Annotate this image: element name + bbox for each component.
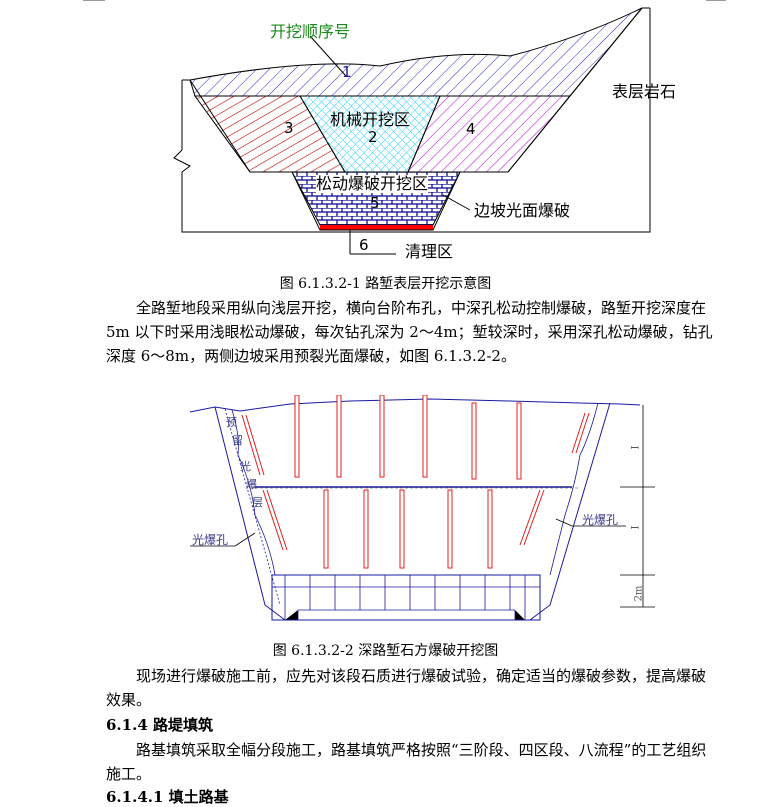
figure-deep-cut-blasting: [189, 395, 655, 621]
figure-2-caption: 图 6.1.3.2-2 深路堑石方爆破开挖图: [272, 643, 499, 659]
top-rule-right: [706, 0, 726, 1]
figure-cut-sequence: [173, 7, 651, 255]
zone-number-2: 2: [368, 128, 378, 146]
dimension-bottom: 2m: [633, 585, 645, 602]
figure-1-caption: 图 6.1.3.2-1 路堑表层开挖示意图: [279, 276, 492, 292]
zone-6: [320, 225, 433, 230]
zone-number-1: 1: [342, 63, 352, 81]
paragraph-blasting-method: 全路堑地段采用纵向浅层开挖，横向台阶布孔，中深孔松动控制爆破，路堑开挖深度在 5…: [106, 299, 713, 365]
label-reserved-char-2: 留: [232, 434, 243, 447]
paragraph-blast-test: 现场进行爆破施工前，应先对该段石质进行爆破试验，确定适当的爆破参数，提高爆破效果…: [106, 667, 707, 709]
label-cut-sequence: 开挖顺序号: [270, 22, 351, 41]
label-reserved-char-3: 光: [240, 460, 251, 473]
zone-number-3: 3: [284, 119, 294, 137]
label-reserved-layer: 预 留 光 爆 层: [226, 415, 263, 511]
zone-1: [189, 7, 643, 97]
zone-number-4: 4: [466, 120, 476, 138]
label-reserved-char-4: 爆: [246, 478, 257, 491]
dimension-middle: I: [630, 525, 642, 530]
leader-seq: [309, 35, 347, 77]
dimension-upper: I: [630, 445, 642, 450]
section-heading-embankment: 6.1.4 路堤填筑: [106, 716, 213, 734]
top-rule-left: [83, 0, 105, 1]
label-reserved-char-1: 预: [226, 416, 237, 429]
label-slope-blasting: 边坡光面爆破: [474, 201, 571, 220]
section-heading-soil-subgrade: 6.1.4.1 填土路基: [106, 788, 229, 806]
zone-number-6: 6: [359, 236, 369, 254]
zone-number-5: 5: [370, 194, 380, 212]
label-loose-blast-zone: 松动爆破开挖区: [316, 174, 429, 193]
label-mechanical-zone: 机械开挖区: [330, 110, 411, 129]
label-reserved-char-5: 层: [252, 496, 263, 509]
paragraph-embankment-method: 路基填筑采取全幅分段施工，路基填筑严格按照“三阶段、四区段、八流程”的工艺组织施…: [106, 741, 707, 783]
label-smooth-hole-left: 光爆孔: [192, 533, 229, 547]
label-clean-zone: 清理区: [405, 242, 454, 261]
label-surface-rock: 表层岩石: [612, 82, 677, 101]
label-smooth-hole-right: 光爆孔: [582, 513, 619, 527]
leader-slope: [442, 194, 471, 211]
